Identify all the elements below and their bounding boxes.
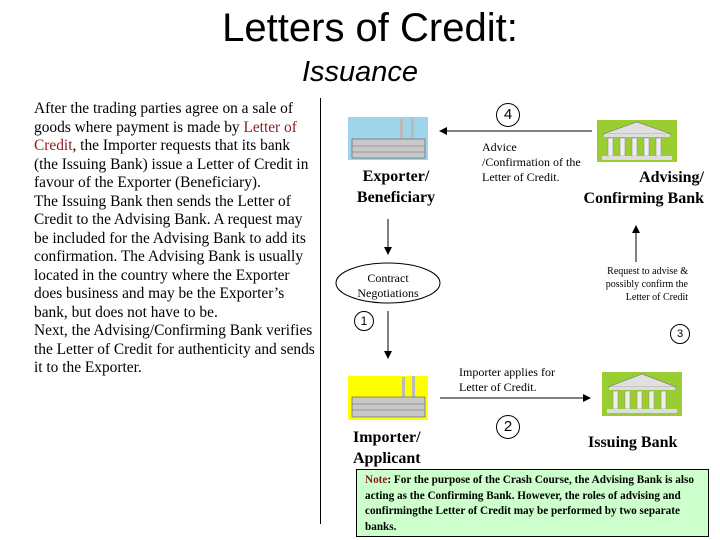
- explanation-text: After the trading parties agree on a sal…: [34, 100, 316, 378]
- issuing-bank-label: Issuing Bank: [588, 434, 678, 451]
- advising-bank-icon: [597, 120, 677, 162]
- step-4-circle: 4: [496, 103, 520, 127]
- step-3-circle: 3: [670, 324, 690, 344]
- step-3-label: Request to advise & possibly confirm the…: [605, 266, 688, 303]
- page-title: Letters of Credit:: [222, 6, 518, 50]
- exporter-label: Exporter/ Beneficiary: [356, 168, 436, 206]
- paragraph-1: After the trading parties agree on a sal…: [34, 100, 316, 193]
- page-subtitle: Issuance: [301, 56, 419, 88]
- step-1-label: Contract Negotiations: [357, 271, 419, 300]
- step-4-label: Advice /Confirmation of the Letter of Cr…: [482, 140, 581, 184]
- note-label: Note: [365, 474, 388, 486]
- contract-negotiations-ellipse: [335, 262, 441, 304]
- step-2-circle: 2: [496, 415, 520, 439]
- paragraph-3: Next, the Advising/Confirming Bank verif…: [34, 322, 315, 376]
- step-2-label: Importer applies for Letter of Credit.: [459, 365, 555, 394]
- issuing-bank-icon: [602, 372, 682, 416]
- importer-factory-icon: [348, 376, 428, 420]
- advising-bank-label: Advising/ Confirming Bank: [583, 169, 704, 207]
- step-1-circle: 1: [354, 311, 374, 331]
- note-box: Note: For the purpose of the Crash Cours…: [356, 469, 709, 537]
- importer-label: Importer/ Applicant: [353, 429, 421, 467]
- note-text: : For the purpose of the Crash Course, t…: [365, 474, 694, 533]
- p1-before: After the trading parties agree on a sal…: [34, 100, 293, 136]
- p1-after: , the Importer requests that its bank (t…: [34, 137, 309, 191]
- exporter-factory-icon: [348, 117, 428, 160]
- letter-of-credit-highlight: Letter of Credit: [34, 118, 297, 155]
- paragraph-2: The Issuing Bank then sends the Letter o…: [34, 192, 306, 321]
- divider-line: [320, 98, 321, 524]
